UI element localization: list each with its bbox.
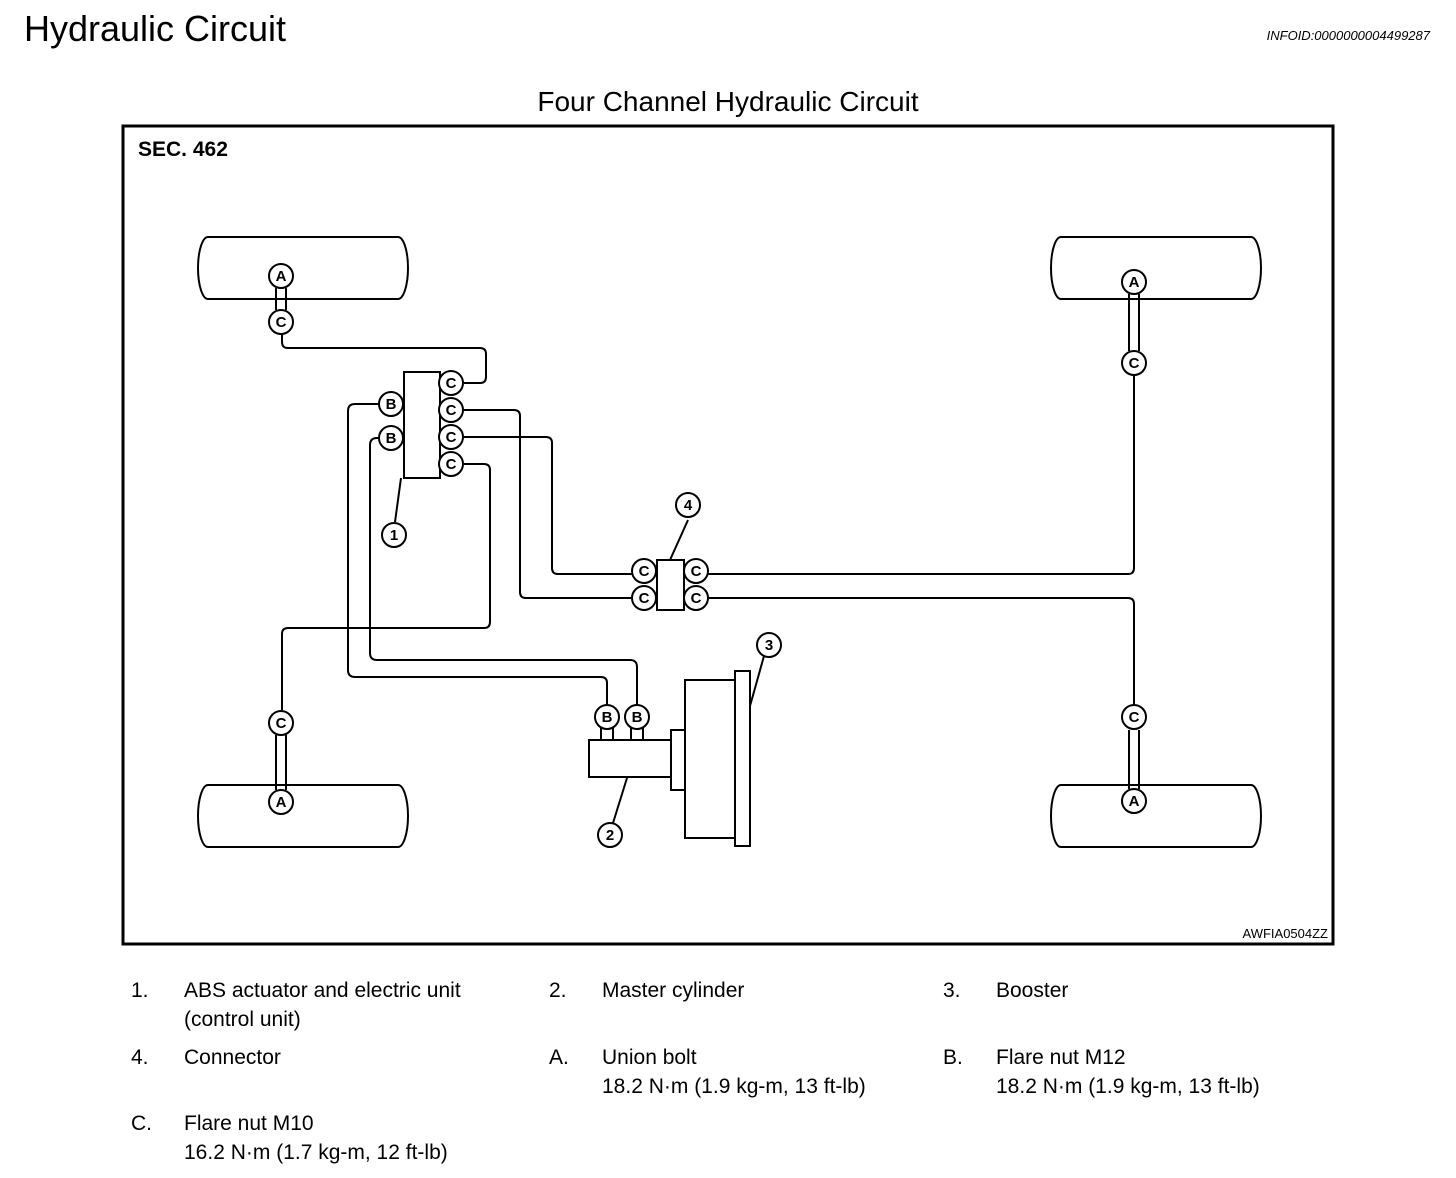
marker-c-connector-3: C bbox=[683, 558, 709, 584]
wheel-front-left bbox=[197, 236, 409, 300]
legend-key: 2. bbox=[549, 979, 567, 1002]
info-id: INFOID:0000000004499287 bbox=[1266, 28, 1430, 43]
svg-text:C: C bbox=[691, 590, 702, 607]
legend-desc: Booster bbox=[996, 979, 1069, 1002]
marker-c-connector-1: C bbox=[631, 558, 657, 584]
svg-text:A: A bbox=[276, 794, 287, 811]
legend-item-b: B. Flare nut M12 18.2 N·m (1.9 kg-m, 13 … bbox=[943, 1043, 1323, 1103]
legend-key: B. bbox=[943, 1046, 963, 1069]
legend-desc: Flare nut M10 bbox=[184, 1112, 314, 1135]
svg-text:C: C bbox=[446, 456, 457, 473]
marker-c-front-left: C bbox=[268, 309, 294, 335]
marker-a-front-left: A bbox=[268, 263, 294, 289]
svg-text:C: C bbox=[446, 429, 457, 446]
marker-c-abs-3: C bbox=[438, 424, 464, 450]
legend-desc: Flare nut M12 bbox=[996, 1046, 1126, 1069]
diagram-title: Four Channel Hydraulic Circuit bbox=[537, 86, 919, 117]
legend-item-2: 2. Master cylinder bbox=[549, 976, 909, 1006]
marker-c-abs-4: C bbox=[438, 451, 464, 477]
wheel-rear-right bbox=[1050, 784, 1262, 848]
page-title: Hydraulic Circuit bbox=[24, 8, 287, 49]
legend-desc: 18.2 N·m (1.9 kg-m, 13 ft-lb) bbox=[996, 1075, 1260, 1098]
legend-desc: Master cylinder bbox=[602, 979, 745, 1002]
callout-1: 1 bbox=[381, 522, 407, 548]
svg-text:2: 2 bbox=[606, 827, 614, 844]
abs-actuator bbox=[403, 371, 441, 479]
legend-item-a: A. Union bolt 18.2 N·m (1.9 kg-m, 13 ft-… bbox=[549, 1043, 929, 1103]
legend-key: C. bbox=[131, 1112, 152, 1135]
wheel-front-right bbox=[1050, 236, 1262, 300]
marker-a-rear-right: A bbox=[1121, 788, 1147, 814]
marker-c-rear-left: C bbox=[268, 710, 294, 736]
legend-desc: (control unit) bbox=[184, 1008, 301, 1031]
wheel-rear-left bbox=[197, 784, 409, 848]
svg-text:C: C bbox=[639, 590, 650, 607]
marker-a-front-right: A bbox=[1121, 269, 1147, 295]
marker-c-connector-2: C bbox=[631, 585, 657, 611]
legend-item-3: 3. Booster bbox=[943, 976, 1303, 1006]
legend-desc: Union bolt bbox=[602, 1046, 697, 1069]
svg-text:C: C bbox=[276, 715, 287, 732]
marker-c-front-right: C bbox=[1121, 350, 1147, 376]
svg-text:B: B bbox=[602, 709, 613, 726]
callout-2: 2 bbox=[597, 822, 623, 848]
marker-b-abs-1: B bbox=[378, 391, 404, 417]
legend-key: 1. bbox=[131, 979, 149, 1002]
svg-text:3: 3 bbox=[765, 637, 773, 654]
svg-text:B: B bbox=[386, 396, 397, 413]
svg-text:C: C bbox=[276, 314, 287, 331]
svg-text:A: A bbox=[276, 268, 287, 285]
master-cylinder bbox=[588, 728, 686, 824]
marker-b-master-1: B bbox=[594, 704, 620, 730]
legend-desc: Connector bbox=[184, 1046, 281, 1069]
svg-text:B: B bbox=[632, 709, 643, 726]
legend-desc: 16.2 N·m (1.7 kg-m, 12 ft-lb) bbox=[184, 1141, 448, 1164]
marker-c-abs-2: C bbox=[438, 397, 464, 423]
booster bbox=[684, 655, 765, 847]
legend-desc: ABS actuator and electric unit bbox=[184, 979, 461, 1002]
svg-text:C: C bbox=[691, 563, 702, 580]
svg-text:A: A bbox=[1129, 274, 1140, 291]
svg-text:C: C bbox=[446, 375, 457, 392]
legend-item-1: 1. ABS actuator and electric unit (contr… bbox=[131, 976, 531, 1036]
svg-text:A: A bbox=[1129, 793, 1140, 810]
legend-key: 4. bbox=[131, 1046, 149, 1069]
callout-3: 3 bbox=[756, 632, 782, 658]
legend-key: 3. bbox=[943, 979, 961, 1002]
svg-text:B: B bbox=[386, 430, 397, 447]
section-label: SEC. 462 bbox=[138, 138, 228, 161]
legend-desc: 18.2 N·m (1.9 kg-m, 13 ft-lb) bbox=[602, 1075, 866, 1098]
marker-a-rear-left: A bbox=[268, 789, 294, 815]
diagram-frame bbox=[121, 124, 1335, 946]
svg-text:1: 1 bbox=[390, 527, 398, 544]
legend-key: A. bbox=[549, 1046, 569, 1069]
connector-block bbox=[656, 559, 685, 611]
svg-text:C: C bbox=[639, 563, 650, 580]
svg-text:C: C bbox=[446, 402, 457, 419]
marker-b-master-2: B bbox=[624, 704, 650, 730]
legend-item-c: C. Flare nut M10 16.2 N·m (1.7 kg-m, 12 … bbox=[131, 1109, 531, 1169]
legend-item-4: 4. Connector bbox=[131, 1043, 531, 1073]
marker-c-connector-4: C bbox=[683, 585, 709, 611]
marker-b-abs-2: B bbox=[378, 425, 404, 451]
brake-tubes bbox=[281, 334, 1135, 710]
svg-text:4: 4 bbox=[684, 497, 693, 514]
callout-4: 4 bbox=[675, 492, 701, 518]
figure-code: AWFIA0504ZZ bbox=[1243, 926, 1329, 941]
marker-c-rear-right: C bbox=[1121, 704, 1147, 730]
marker-c-abs-1: C bbox=[438, 370, 464, 396]
hoses bbox=[275, 288, 1140, 790]
svg-text:C: C bbox=[1129, 355, 1140, 372]
svg-text:C: C bbox=[1129, 709, 1140, 726]
